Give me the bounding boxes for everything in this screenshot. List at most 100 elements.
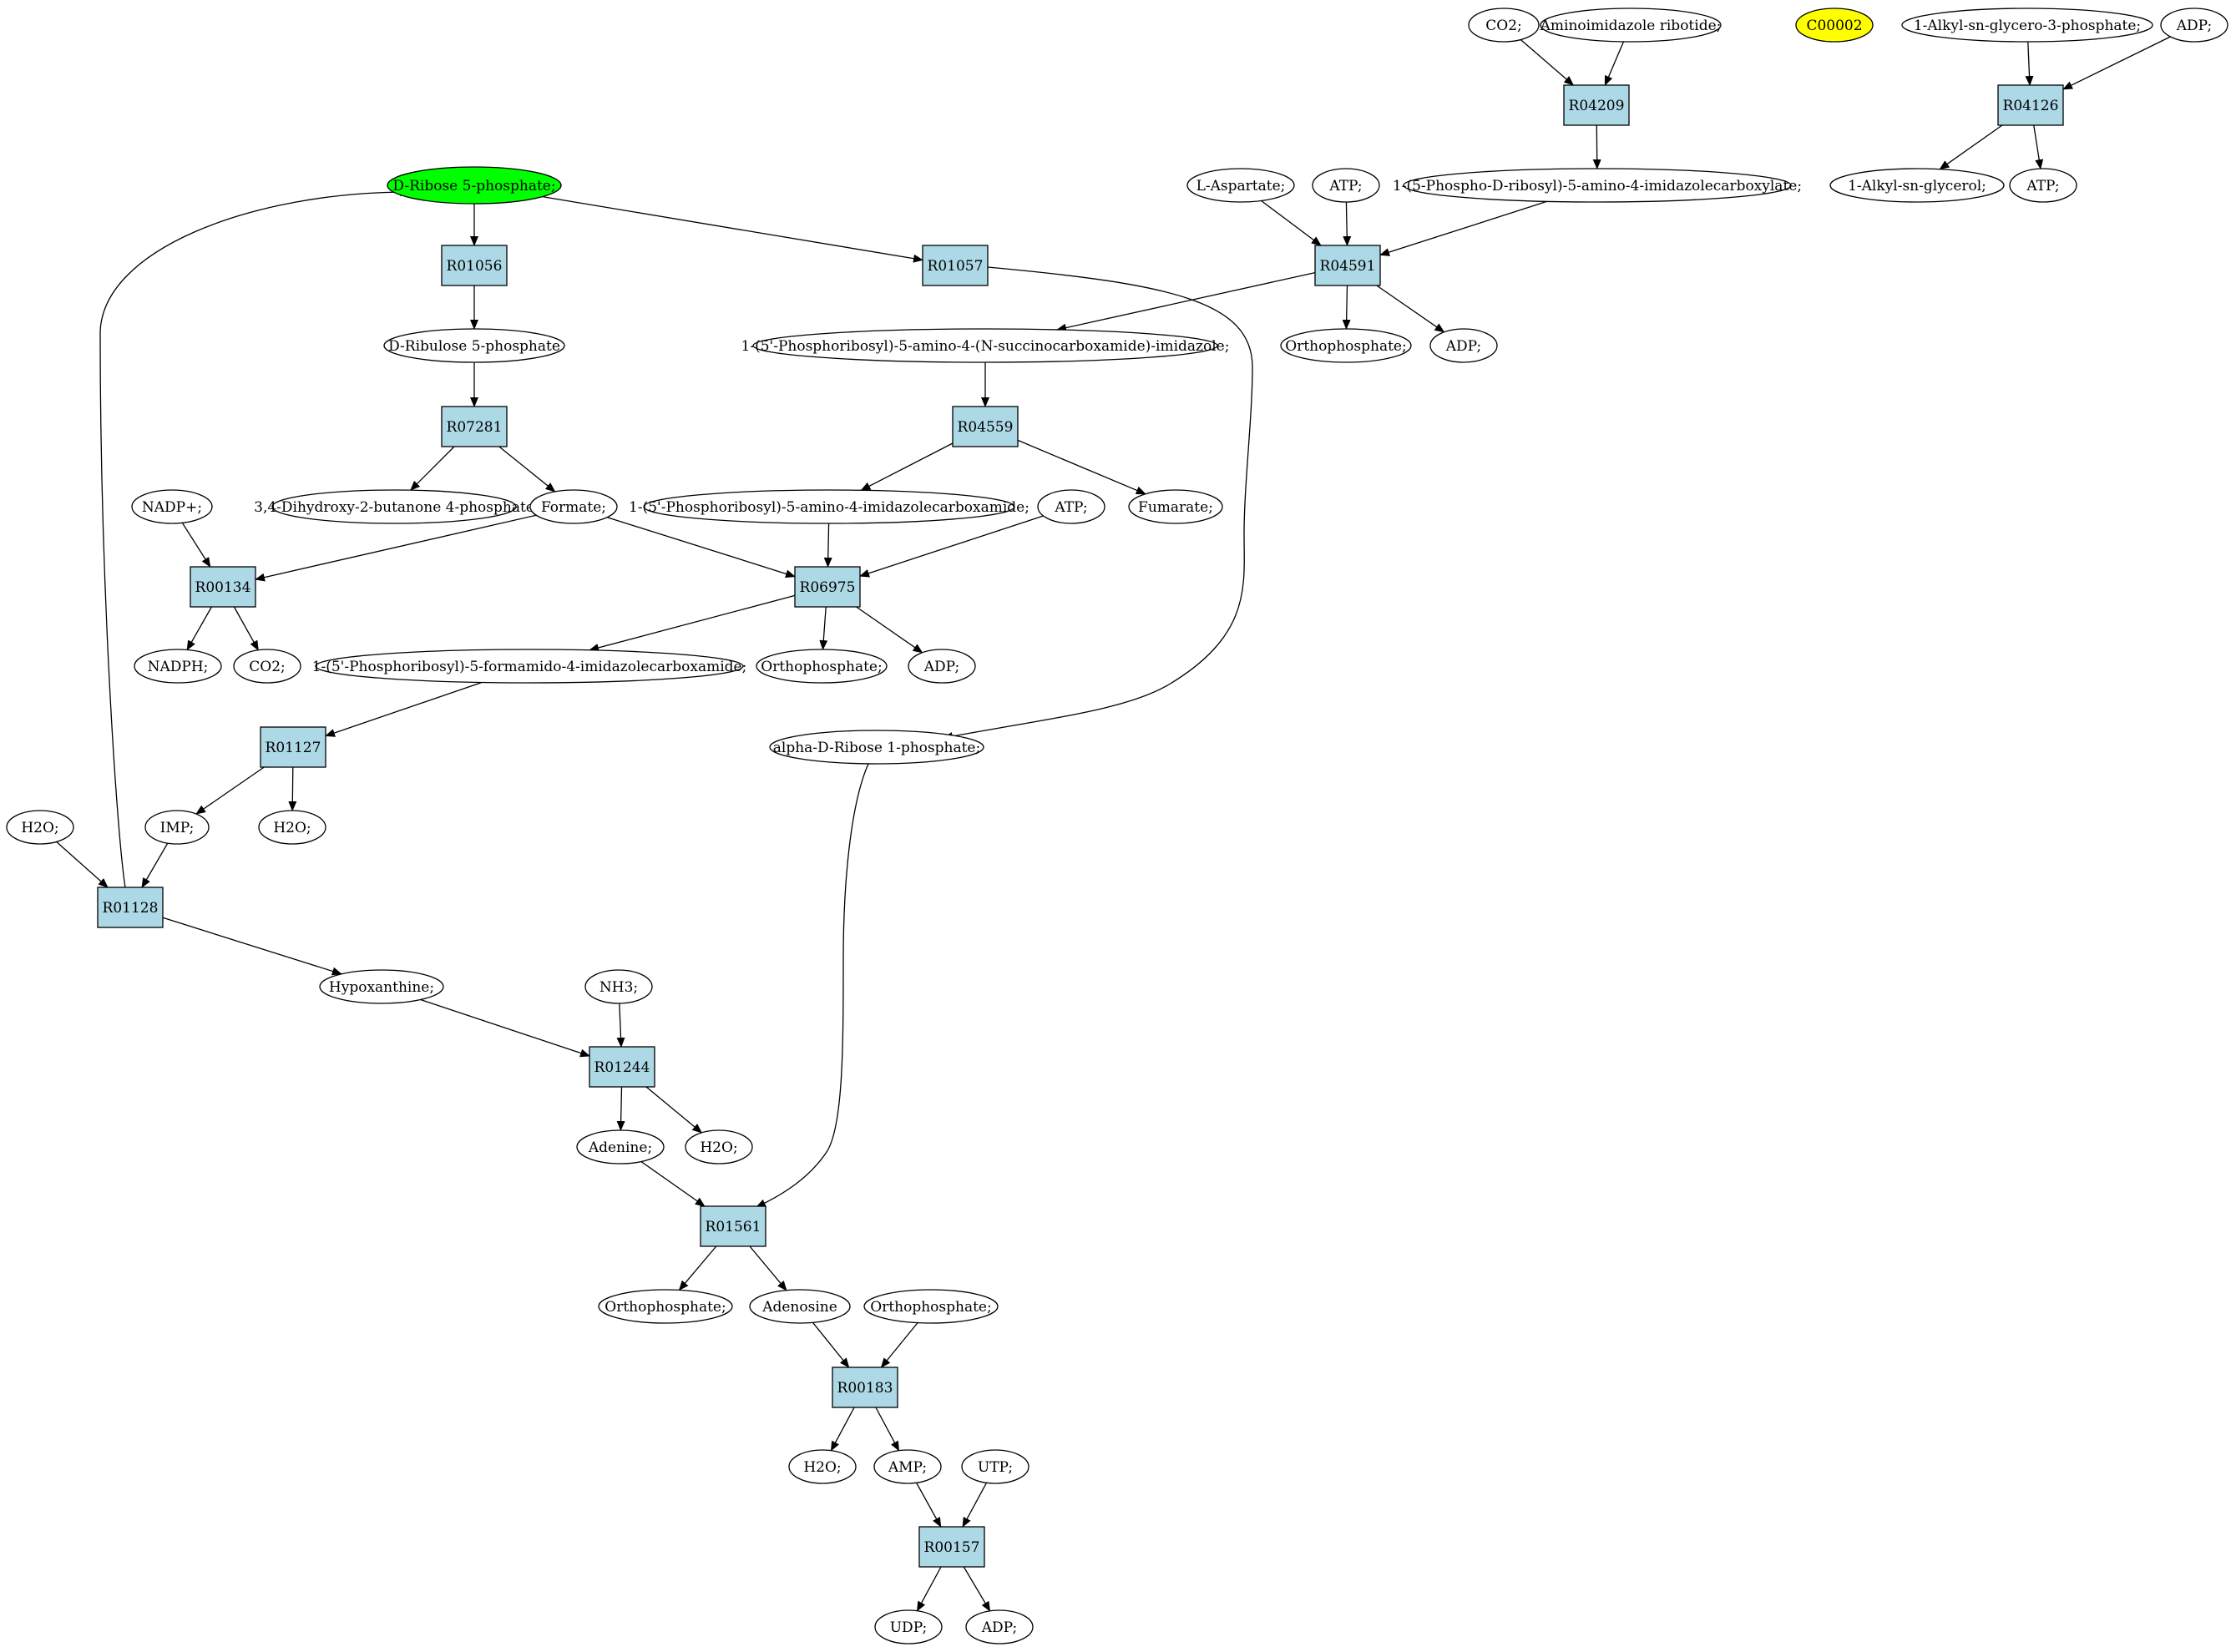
metabolite-node-m_imp[interactable]: IMP; xyxy=(144,810,210,845)
reaction-node-r_R04126[interactable]: R04126 xyxy=(1997,84,2064,126)
metabolite-node-m_alkylglycerol[interactable]: 1-Alkyl-sn-glycerol; xyxy=(1829,168,2005,203)
metabolite-node-m_air[interactable]: Aminoimidazole ribotide; xyxy=(1540,8,1722,43)
edge-m_adenosine-to-r_R00183 xyxy=(812,1321,850,1368)
edge-m_amp-to-r_R00157 xyxy=(916,1482,942,1528)
reaction-node-r_R04591[interactable]: R04591 xyxy=(1314,245,1381,286)
reaction-node-r_R01128[interactable]: R01128 xyxy=(97,887,164,928)
metabolite-ellipse xyxy=(1468,8,1540,43)
metabolite-ellipse xyxy=(319,969,444,1004)
node-label: 1-Alkyl-sn-glycerol; xyxy=(1848,178,1986,195)
node-label: 3,4-Dihydroxy-2-butanone 4-phosphate xyxy=(254,499,534,516)
metabolite-node-m_udp[interactable]: UDP; xyxy=(874,1609,943,1644)
edge-r_R01057-to-m_r1p xyxy=(943,266,1253,740)
reaction-node-r_R01127[interactable]: R01127 xyxy=(260,726,326,768)
node-label: CO2; xyxy=(1485,18,1522,34)
metabolite-node-m_ru5p[interactable]: D-Ribulose 5-phosphate xyxy=(383,328,565,363)
edge-r_R06975-to-m_adp_2 xyxy=(856,606,923,654)
reaction-node-r_R01244[interactable]: R01244 xyxy=(589,1046,655,1088)
edge-m_aicar-to-r_R06975 xyxy=(823,523,832,568)
metabolite-ellipse xyxy=(788,1449,857,1484)
edge-r_R04591-to-m_adp_1 xyxy=(1376,285,1445,333)
node-label: R04209 xyxy=(1569,98,1625,114)
reaction-node-r_R00183[interactable]: R00183 xyxy=(832,1367,898,1408)
metabolite-node-m_alkylg3p[interactable]: 1-Alkyl-sn-glycero-3-phosphate; xyxy=(1901,8,2153,43)
node-label: Orthophosphate; xyxy=(1285,338,1406,355)
metabolite-node-m_pi_3[interactable]: Orthophosphate; xyxy=(598,1289,733,1324)
node-label: 1-Alkyl-sn-glycero-3-phosphate; xyxy=(1914,18,2141,34)
metabolite-node-m_h2o_1[interactable]: H2O; xyxy=(6,810,74,845)
metabolite-ellipse xyxy=(258,810,326,845)
metabolite-node-m_h2o_4[interactable]: H2O; xyxy=(788,1449,857,1484)
metabolite-node-m_atp_tr[interactable]: ATP; xyxy=(2009,168,2077,203)
metabolite-node-m_adp_tr[interactable]: ADP; xyxy=(2160,8,2228,43)
node-label: Adenosine xyxy=(761,1299,837,1316)
metabolite-node-m_pi_2[interactable]: Orthophosphate; xyxy=(756,649,888,684)
edge-r_R06975-to-m_faicar xyxy=(589,594,796,652)
metabolite-node-m_h2o_2[interactable]: H2O; xyxy=(258,810,326,845)
reaction-node-r_R01561[interactable]: R01561 xyxy=(700,1205,766,1247)
reaction-box xyxy=(1314,245,1381,286)
metabolite-node-m_adp_3[interactable]: ADP; xyxy=(965,1609,1034,1644)
reaction-node-r_R04559[interactable]: R04559 xyxy=(952,406,1019,447)
edge-m_adenine-to-r_R01561 xyxy=(640,1160,706,1207)
metabolite-node-m_saicar[interactable]: 1-(5'-Phosphoribosyl)-5-amino-4-(N-succi… xyxy=(741,328,1230,363)
metabolite-node-m_pi_1[interactable]: Orthophosphate; xyxy=(1280,328,1412,363)
metabolite-node-m_laspartate[interactable]: L-Aspartate; xyxy=(1186,168,1295,203)
edge-m_atp_2-to-r_R06975 xyxy=(859,515,1044,578)
reaction-node-r_R00134[interactable]: R00134 xyxy=(190,566,256,608)
metabolite-node-m_c00002[interactable]: C00002 xyxy=(1795,8,1874,43)
reaction-box xyxy=(589,1046,655,1088)
edge-m_r5p-to-r_R01057 xyxy=(542,195,923,263)
metabolite-node-m_utp[interactable]: UTP; xyxy=(961,1449,1029,1484)
metabolite-node-m_nh3[interactable]: NH3; xyxy=(584,969,653,1004)
reaction-node-r_R07281[interactable]: R07281 xyxy=(441,406,508,447)
metabolite-node-m_h2o_3[interactable]: H2O; xyxy=(685,1129,753,1164)
metabolite-node-m_pr_air_carb[interactable]: 1-(5-Phospho-D-ribosyl)-5-amino-4-imidaz… xyxy=(1393,168,1802,203)
metabolite-ellipse xyxy=(576,1129,665,1164)
metabolite-node-m_atp_2[interactable]: ATP; xyxy=(1037,489,1105,524)
node-label: R04591 xyxy=(1320,258,1376,275)
metabolite-node-m_formate[interactable]: Formate; xyxy=(529,489,618,524)
metabolite-ellipse xyxy=(584,969,653,1004)
metabolite-node-m_adp_1[interactable]: ADP; xyxy=(1429,328,1498,363)
node-label: R01561 xyxy=(706,1219,761,1235)
node-label: R07281 xyxy=(447,419,503,436)
metabolite-node-m_co2_top[interactable]: CO2; xyxy=(1468,8,1540,43)
metabolite-node-m_dhbp[interactable]: 3,4-Dihydroxy-2-butanone 4-phosphate xyxy=(254,489,534,524)
node-label: NADPH; xyxy=(148,659,209,675)
metabolite-node-m_adp_2[interactable]: ADP; xyxy=(908,649,976,684)
metabolite-node-m_r1p[interactable]: alpha-D-Ribose 1-phosphate; xyxy=(769,730,984,765)
edge-r_R07281-to-m_formate xyxy=(498,446,556,493)
metabolite-node-m_nadp[interactable]: NADP+; xyxy=(131,489,213,524)
metabolite-ellipse xyxy=(873,1449,942,1484)
metabolite-ellipse xyxy=(2009,168,2077,203)
metabolite-node-m_aicar[interactable]: 1-(5'-Phosphoribosyl)-5-amino-4-imidazol… xyxy=(629,489,1029,524)
metabolite-node-m_r5p[interactable]: D-Ribose 5-phosphate; xyxy=(387,166,562,205)
edge-m_faicar-to-r_R01127 xyxy=(325,681,483,737)
node-label: 1-(5-Phospho-D-ribosyl)-5-amino-4-imidaz… xyxy=(1393,178,1802,195)
reaction-node-r_R00157[interactable]: R00157 xyxy=(918,1526,985,1568)
metabolite-node-m_fumarate[interactable]: Fumarate; xyxy=(1128,489,1223,524)
metabolite-node-m_co2_2[interactable]: CO2; xyxy=(233,649,301,684)
metabolite-ellipse xyxy=(1429,328,1498,363)
metabolite-node-m_pi_4[interactable]: Orthophosphate; xyxy=(863,1289,999,1324)
reaction-node-r_R01056[interactable]: R01056 xyxy=(441,245,508,286)
metabolite-node-m_faicar[interactable]: 1-(5'-Phosphoribosyl)-5-formamido-4-imid… xyxy=(312,649,747,684)
metabolite-node-m_adenosine[interactable]: Adenosine xyxy=(749,1289,851,1324)
metabolite-node-m_hypoxanthine[interactable]: Hypoxanthine; xyxy=(319,969,444,1004)
reaction-node-r_R01057[interactable]: R01057 xyxy=(922,245,989,286)
edges-layer xyxy=(56,36,2171,1612)
reaction-node-r_R06975[interactable]: R06975 xyxy=(794,566,861,608)
edge-m_atp_1-to-r_R04591 xyxy=(1343,201,1352,246)
reaction-box xyxy=(260,726,326,768)
reaction-node-r_R04209[interactable]: R04209 xyxy=(1563,84,1630,126)
metabolite-node-m_nadph[interactable]: NADPH; xyxy=(134,649,222,684)
metabolite-node-m_adenine[interactable]: Adenine; xyxy=(576,1129,665,1164)
metabolite-ellipse xyxy=(965,1609,1034,1644)
metabolite-node-m_amp[interactable]: AMP; xyxy=(873,1449,942,1484)
node-label: UDP; xyxy=(890,1619,928,1636)
nodes-layer: CO2; Aminoimidazole ribotide; C00002 1-Alky… xyxy=(6,8,2228,1644)
metabolite-node-m_atp_1[interactable]: ATP; xyxy=(1312,168,1380,203)
reaction-box xyxy=(97,887,164,928)
